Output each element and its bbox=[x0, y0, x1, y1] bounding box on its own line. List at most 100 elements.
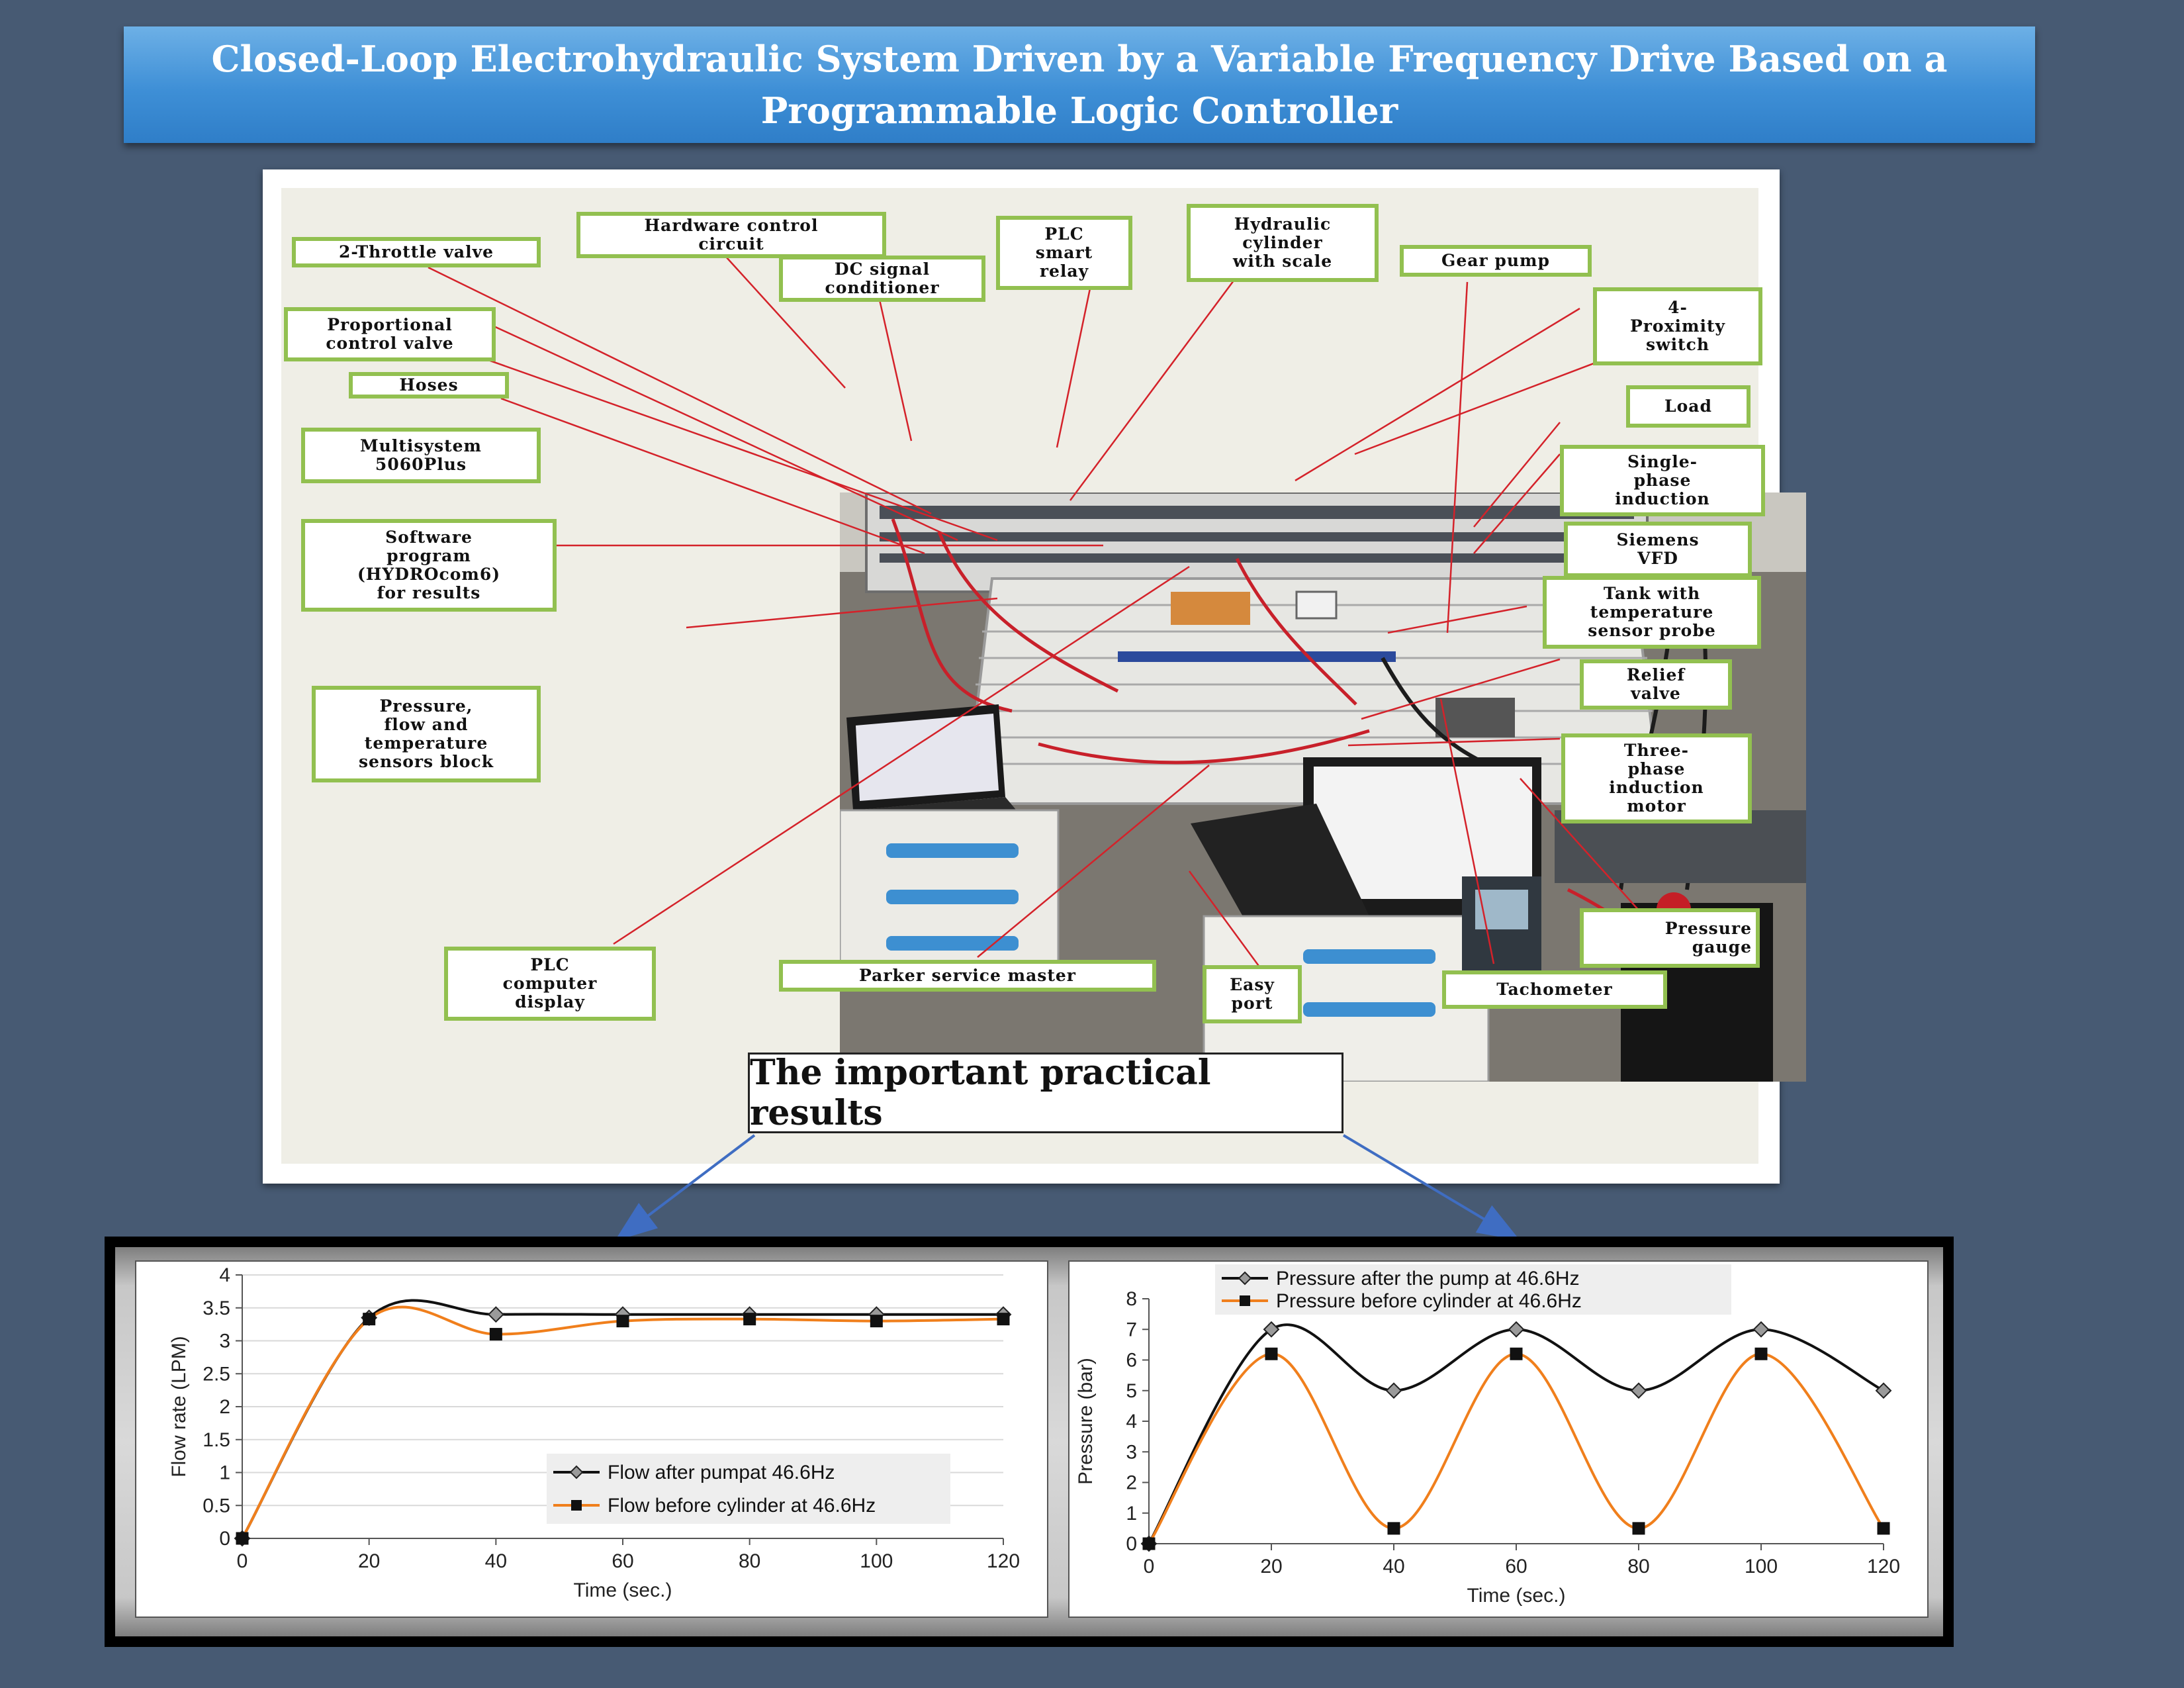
x-tick-label: 100 bbox=[860, 1550, 893, 1572]
data-point bbox=[743, 1313, 756, 1326]
y-tick-label: 0.5 bbox=[203, 1495, 230, 1517]
x-tick-label: 100 bbox=[1745, 1556, 1778, 1577]
label-siemens-vfd: Siemens VFD bbox=[1564, 522, 1752, 577]
y-axis-label: Pressure (bar) bbox=[1075, 1358, 1097, 1485]
y-tick-label: 5 bbox=[1126, 1380, 1137, 1402]
x-tick-label: 60 bbox=[1505, 1556, 1527, 1577]
x-tick-label: 80 bbox=[1627, 1556, 1649, 1577]
label-dc-signal-conditioner: DC signal conditioner bbox=[779, 256, 985, 302]
y-tick-label: 7 bbox=[1126, 1319, 1137, 1340]
legend-marker bbox=[1238, 1271, 1252, 1286]
y-tick-label: 3 bbox=[1126, 1441, 1137, 1463]
label-tachometer: Tachometer bbox=[1442, 970, 1667, 1009]
data-point bbox=[1630, 1382, 1647, 1399]
label-multisystem: Multisystem 5060Plus bbox=[301, 428, 541, 483]
title-banner: Closed-Loop Electrohydraulic System Driv… bbox=[124, 26, 2035, 143]
legend-marker bbox=[571, 1500, 582, 1511]
y-tick-label: 2 bbox=[219, 1396, 230, 1418]
legend-box bbox=[547, 1454, 950, 1524]
y-tick-label: 3 bbox=[219, 1331, 230, 1352]
data-point bbox=[1510, 1347, 1523, 1360]
data-point bbox=[1754, 1347, 1768, 1360]
data-point bbox=[1385, 1382, 1402, 1399]
legend-label: Pressure before cylinder at 46.6Hz bbox=[1276, 1290, 1582, 1312]
y-tick-label: 3.5 bbox=[203, 1297, 230, 1319]
label-throttle-valve: 2-Throttle valve bbox=[292, 237, 541, 267]
x-tick-label: 40 bbox=[1383, 1556, 1404, 1577]
data-point bbox=[1752, 1321, 1770, 1338]
x-axis-label: Time (sec.) bbox=[1467, 1585, 1566, 1607]
x-tick-label: 0 bbox=[1144, 1556, 1155, 1577]
label-relief-valve: Relief valve bbox=[1580, 659, 1732, 710]
y-tick-label: 4 bbox=[1126, 1411, 1137, 1432]
legend-marker bbox=[569, 1465, 584, 1479]
data-point bbox=[1875, 1382, 1892, 1399]
legend-label: Flow after pumpat 46.6Hz bbox=[608, 1462, 835, 1483]
label-parker-service-master: Parker service master bbox=[779, 960, 1156, 992]
x-tick-label: 0 bbox=[237, 1550, 248, 1572]
legend-box bbox=[1215, 1264, 1731, 1315]
data-point bbox=[487, 1306, 504, 1323]
label-hardware-control-circuit: Hardware control circuit bbox=[576, 212, 886, 258]
x-tick-label: 60 bbox=[612, 1550, 633, 1572]
y-tick-label: 1.5 bbox=[203, 1429, 230, 1451]
data-point bbox=[363, 1313, 376, 1326]
legend-label: Pressure after the pump at 46.6Hz bbox=[1276, 1268, 1580, 1289]
label-three-phase-motor: Three- phase induction motor bbox=[1561, 733, 1752, 823]
label-single-phase-induction: Single- phase induction bbox=[1560, 445, 1765, 516]
x-tick-label: 120 bbox=[987, 1550, 1020, 1572]
y-tick-label: 8 bbox=[1126, 1288, 1137, 1310]
data-point bbox=[489, 1328, 502, 1341]
label-easy-port: Easy port bbox=[1203, 965, 1302, 1023]
y-tick-label: 0 bbox=[219, 1528, 230, 1550]
label-load: Load bbox=[1626, 385, 1751, 428]
x-tick-label: 40 bbox=[485, 1550, 507, 1572]
label-proportional-control-valve: Proportional control valve bbox=[284, 307, 496, 361]
series-line-1 bbox=[1148, 1352, 1885, 1545]
page-title: Closed-Loop Electrohydraulic System Driv… bbox=[211, 38, 1948, 132]
data-point bbox=[870, 1315, 883, 1328]
label-sensors-block: Pressure, flow and temperature sensors b… bbox=[312, 686, 541, 782]
x-tick-label: 120 bbox=[1867, 1556, 1900, 1577]
label-plc-smart-relay: PLC smart relay bbox=[996, 216, 1132, 290]
label-tank-temperature: Tank with temperature sensor probe bbox=[1543, 576, 1761, 649]
data-point bbox=[1142, 1537, 1156, 1550]
x-tick-label: 80 bbox=[739, 1550, 760, 1572]
data-point bbox=[236, 1532, 249, 1545]
legend-label: Flow before cylinder at 46.6Hz bbox=[608, 1495, 876, 1517]
label-software-program: Software program (HYDROcom6) for results bbox=[301, 519, 557, 612]
legend-marker bbox=[1240, 1295, 1250, 1306]
data-point bbox=[1387, 1522, 1400, 1535]
data-point bbox=[1265, 1347, 1278, 1360]
y-tick-label: 6 bbox=[1126, 1350, 1137, 1372]
y-tick-label: 2.5 bbox=[203, 1363, 230, 1385]
y-tick-label: 0 bbox=[1126, 1533, 1137, 1555]
x-tick-label: 20 bbox=[1260, 1556, 1282, 1577]
label-pressure-gauge: Pressure gauge bbox=[1580, 908, 1760, 968]
y-tick-label: 4 bbox=[219, 1264, 230, 1286]
data-point bbox=[616, 1315, 629, 1328]
data-point bbox=[997, 1313, 1010, 1326]
results-heading: The important practical results bbox=[748, 1053, 1343, 1133]
y-axis-label: Flow rate (LPM) bbox=[168, 1336, 190, 1477]
data-point bbox=[1263, 1321, 1280, 1338]
y-tick-label: 1 bbox=[219, 1462, 230, 1484]
data-point bbox=[1877, 1522, 1890, 1535]
label-hoses: Hoses bbox=[349, 372, 509, 399]
label-proximity-switch: 4- Proximity switch bbox=[1593, 287, 1762, 365]
data-point bbox=[1508, 1321, 1525, 1338]
y-tick-label: 1 bbox=[1126, 1503, 1137, 1524]
x-axis-label: Time (sec.) bbox=[574, 1579, 672, 1601]
setup-photo-panel: 2-Throttle valve Hardware control circui… bbox=[263, 169, 1806, 1184]
x-tick-label: 20 bbox=[358, 1550, 380, 1572]
y-tick-label: 2 bbox=[1126, 1472, 1137, 1494]
label-plc-computer-display: PLC computer display bbox=[444, 947, 656, 1021]
label-gear-pump: Gear pump bbox=[1400, 245, 1592, 277]
label-hydraulic-cylinder: Hydraulic cylinder with scale bbox=[1187, 204, 1379, 282]
